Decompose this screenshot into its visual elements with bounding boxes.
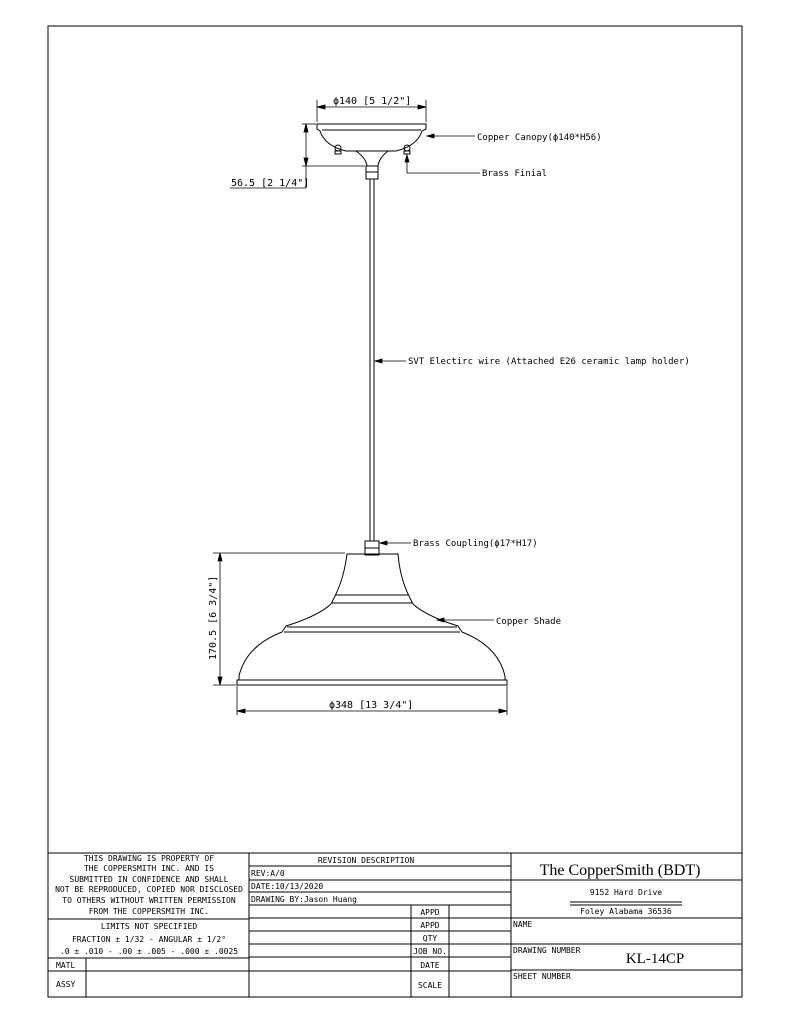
copper-shade-label: Copper Shade <box>496 617 561 627</box>
limits-decimal: .0 ± .010 - .00 ± .005 - .000 ± .0025 <box>60 947 238 956</box>
revision-value: REV:A/0 <box>251 869 285 878</box>
notice-line-6: FROM THE COPPERSMITH INC. <box>89 907 209 916</box>
copper-canopy-label: Copper Canopy(ϕ140*H56) <box>477 133 602 143</box>
drawing-number-value: KL-14CP <box>626 951 684 967</box>
address-line-2: Foley Alabama 36536 <box>580 907 672 916</box>
brass-coupling <box>364 540 380 556</box>
date-label: DATE <box>420 961 439 970</box>
drawn-by-value: DRAWING BY:Jason Huang <box>251 895 357 904</box>
canopy-width-dimension: ϕ140 [5 1/2"] <box>333 96 411 107</box>
title-block: THIS DRAWING IS PROPERTY OF THE COPPERSM… <box>48 852 742 997</box>
svt-wire <box>369 179 375 541</box>
sheet-border <box>47 25 743 998</box>
limits-title: LIMITS NOT SPECIFIED <box>101 922 198 931</box>
dimension-lines <box>213 100 508 715</box>
shade-width-dimension: ϕ348 [13 3/4"] <box>329 700 413 711</box>
svt-wire-label: SVT Electirc wire (Attached E26 ceramic … <box>408 357 690 367</box>
limits-fraction: FRACTION ± 1/32 - ANGULAR ± 1/2° <box>72 935 226 944</box>
revision-description-header: REVISION DESCRIPTION <box>318 856 415 865</box>
job-no-label: JOB NO. <box>413 947 447 956</box>
drawing-labels: ϕ140 [5 1/2"] 56.5 [2 1/4"] Copper Canop… <box>208 96 690 711</box>
scale-label: SCALE <box>418 981 442 990</box>
brass-finial <box>365 165 379 180</box>
brass-coupling-label: Brass Coupling(ϕ17*H17) <box>413 539 538 549</box>
company-name: The CopperSmith (BDT) <box>540 862 701 879</box>
shade-height-dimension: 170.5 [6 3/4"] <box>208 576 219 660</box>
appd-label-1: APPD <box>420 908 439 917</box>
lamp-drawing <box>236 123 508 686</box>
notice-line-3: SUBMITTED IN CONFIDENCE AND SHALL <box>70 875 229 884</box>
notice-line-2: THE COPPERSMITH INC. AND IS <box>84 864 214 873</box>
assy-label: ASSY <box>56 980 75 989</box>
appd-label-2: APPD <box>420 921 439 930</box>
matl-label: MATL <box>56 961 75 970</box>
notice-line-4: NOT BE REPRODUCED, COPIED NOR DISCLOSED <box>55 885 243 894</box>
date-value: DATE:10/13/2020 <box>251 882 323 891</box>
drawing-number-label: DRAWING NUMBER <box>513 946 581 955</box>
qty-label: QTY <box>423 934 438 943</box>
sheet-number-label: SHEET NUMBER <box>513 972 571 981</box>
canopy <box>316 123 427 167</box>
brass-finial-label: Brass Finial <box>482 169 547 179</box>
canopy-height-dimension: 56.5 [2 1/4"] <box>231 178 309 189</box>
notice-line-1: THIS DRAWING IS PROPERTY OF <box>84 854 214 863</box>
notice-line-5: TO OTHERS WITHOUT WRITTEN PERMISSION <box>62 896 236 905</box>
copper-shade <box>236 553 508 686</box>
name-label: NAME <box>513 920 532 929</box>
address-line-1: 9152 Hard Drive <box>590 888 662 897</box>
